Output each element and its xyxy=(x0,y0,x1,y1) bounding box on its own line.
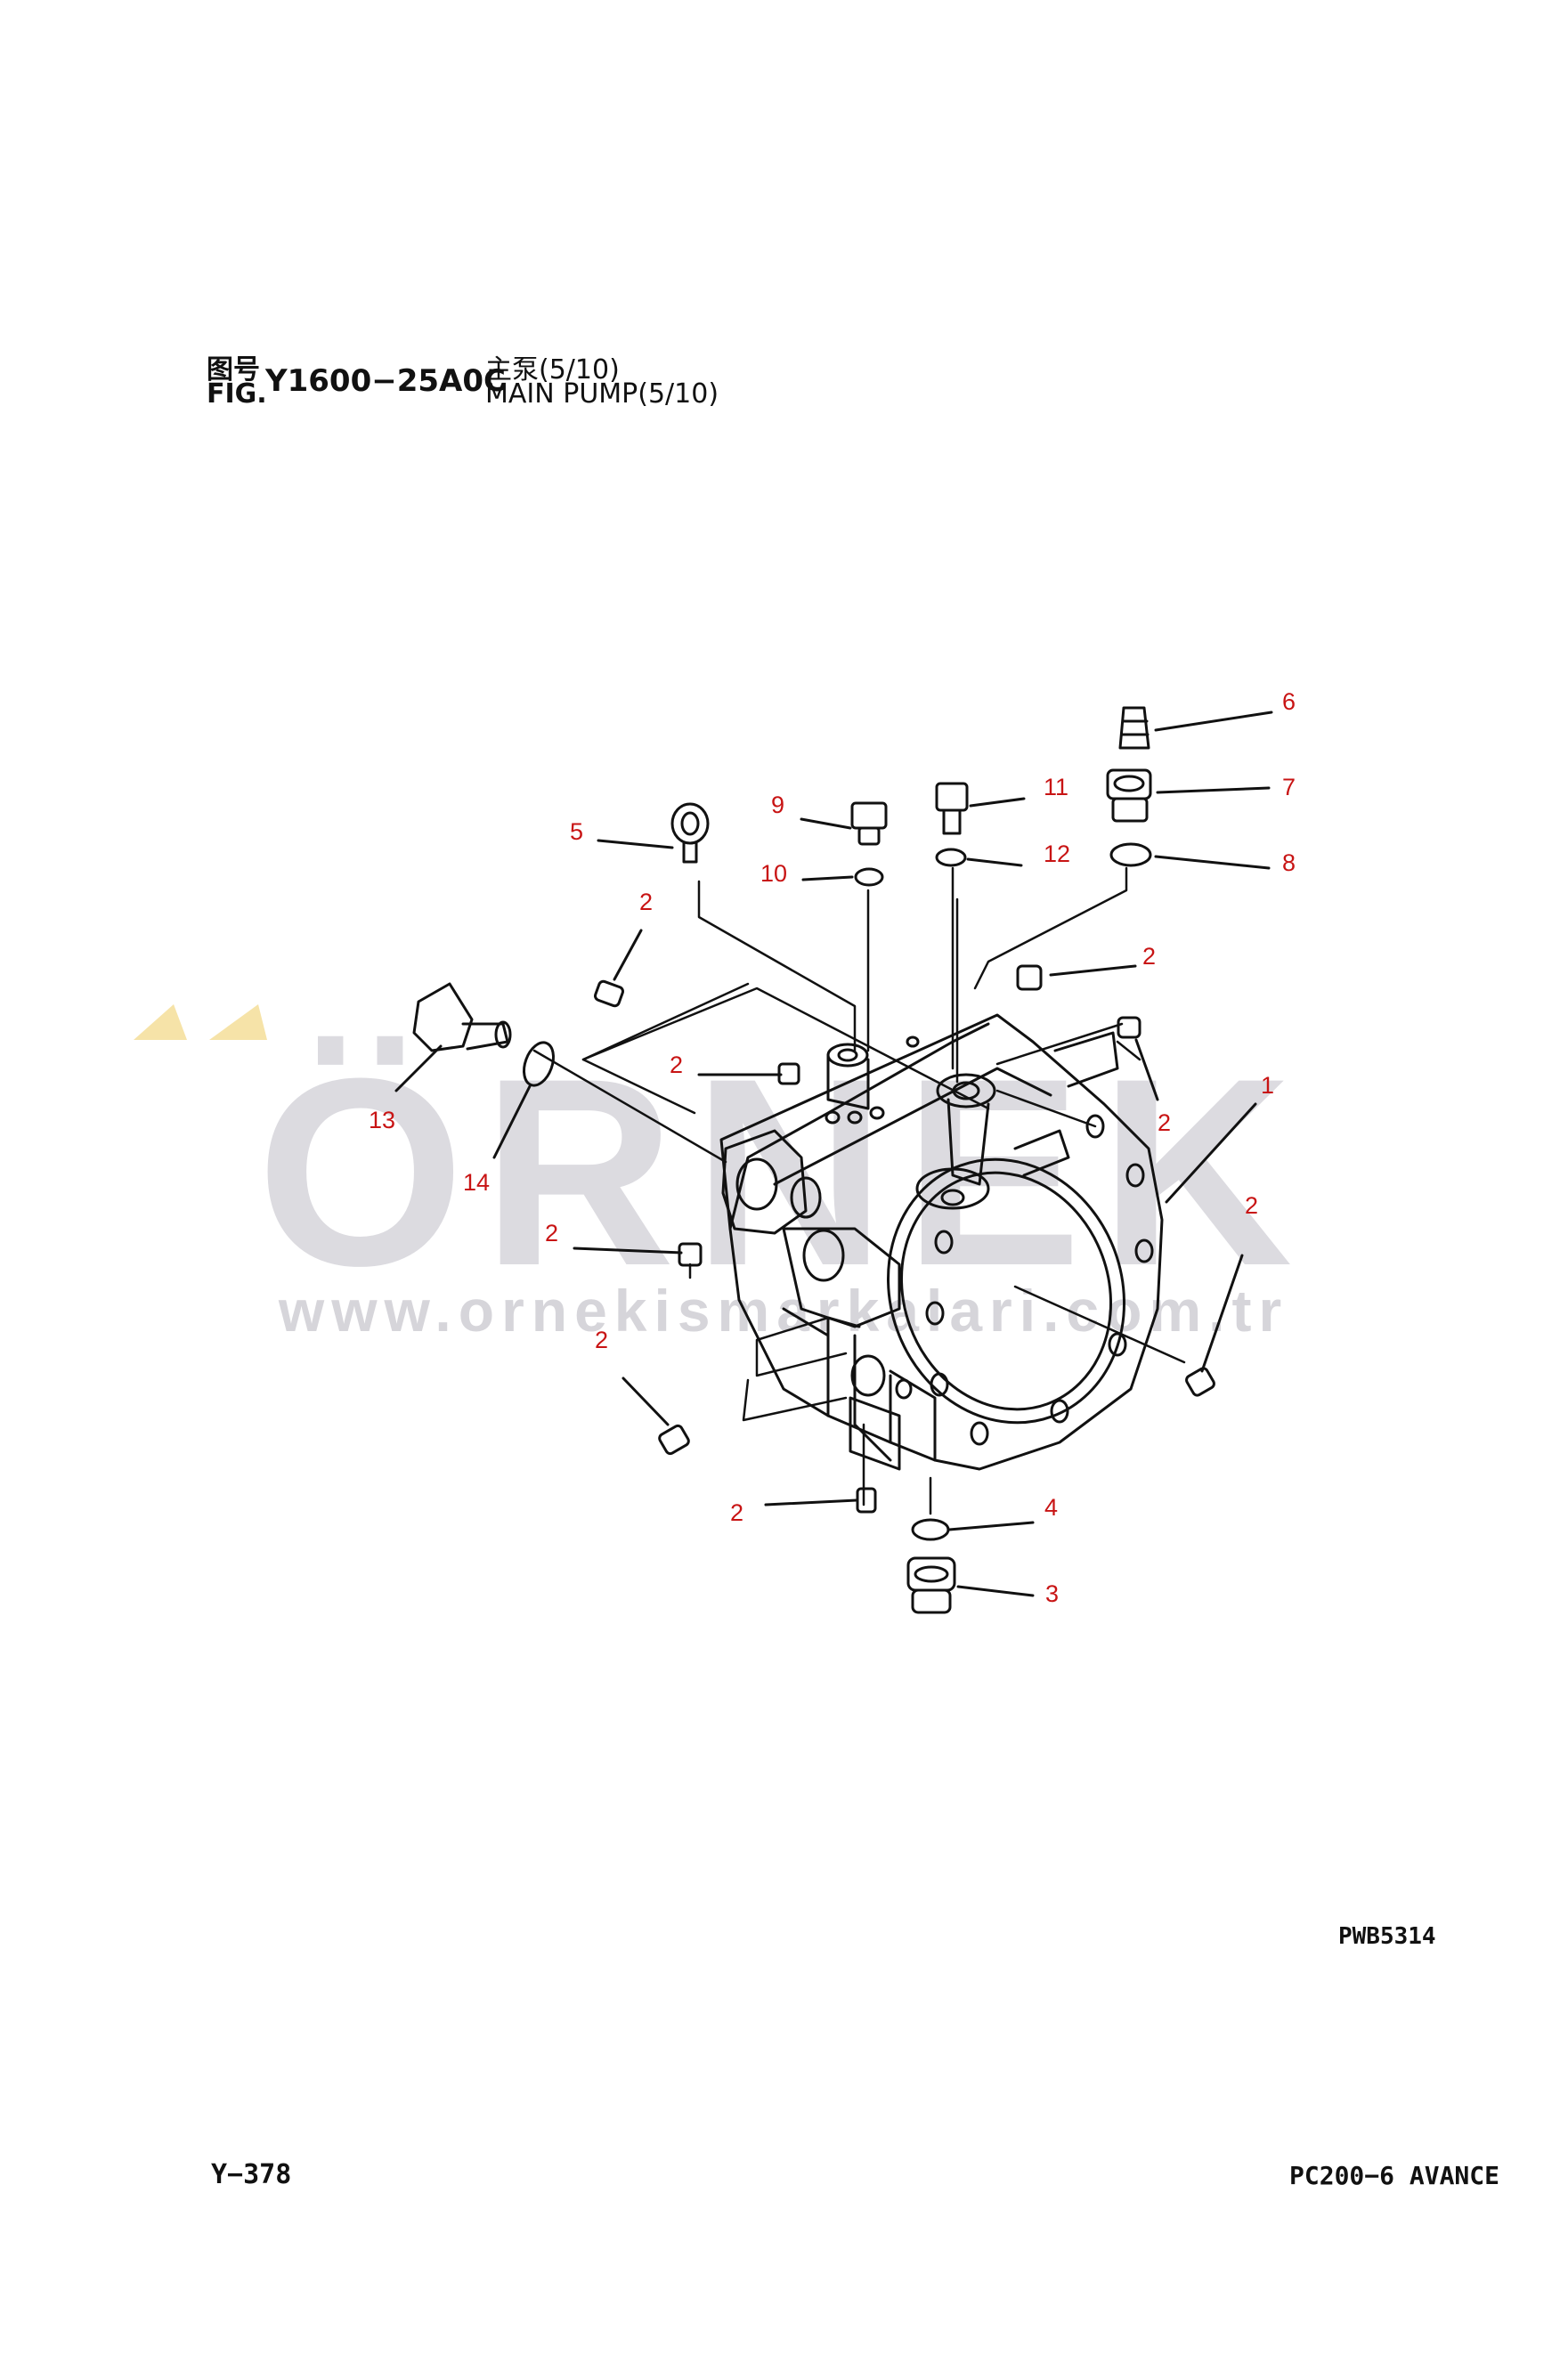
callout-7: 7 xyxy=(1282,774,1296,800)
callout-5: 5 xyxy=(570,818,583,845)
callout-11: 11 xyxy=(1044,774,1068,800)
callout-2-h: 2 xyxy=(730,1499,743,1526)
fig-title-en: MAIN PUMP(5/10) xyxy=(485,378,719,410)
plug-parts xyxy=(593,964,1215,1514)
callout-2-f: 2 xyxy=(545,1220,558,1247)
callout-13: 13 xyxy=(369,1107,395,1133)
pump-housing xyxy=(719,1013,1164,1471)
watermark-accent-right xyxy=(209,1004,267,1040)
drawing-reference: PWB5314 xyxy=(1338,1923,1436,1950)
callout-10: 10 xyxy=(760,860,787,887)
callout-2-e: 2 xyxy=(1245,1192,1258,1219)
callout-2-a: 2 xyxy=(639,889,653,915)
callout-8: 8 xyxy=(1282,849,1296,876)
page-number: Y−378 xyxy=(211,2159,292,2190)
callout-2-c: 2 xyxy=(670,1052,683,1078)
fig-label-cn: 图号 xyxy=(207,354,260,386)
fig-code: Y1600−25A0C xyxy=(265,363,506,399)
machine-model: PC200−6 AVANCE xyxy=(1289,2161,1500,2190)
top-parts xyxy=(412,706,1152,1614)
callout-2-b: 2 xyxy=(1142,943,1156,970)
watermark-accent-left xyxy=(134,1004,187,1040)
callout-9: 9 xyxy=(771,792,784,818)
callout-leaders xyxy=(394,711,1273,1597)
fig-label-en: FIG. xyxy=(207,378,267,410)
callout-numbers: 1 2 2 2 2 2 2 2 2 3 4 5 6 7 8 9 10 11 12… xyxy=(369,688,1296,1607)
callout-12: 12 xyxy=(1044,840,1070,867)
callout-2-d: 2 xyxy=(1158,1109,1171,1136)
assembly-lines xyxy=(532,866,1186,1515)
callout-6: 6 xyxy=(1282,688,1296,715)
callout-1: 1 xyxy=(1261,1072,1274,1099)
flange-holes xyxy=(895,1114,1154,1446)
callout-14: 14 xyxy=(463,1169,490,1196)
fig-title-cn: 主泵(5/10) xyxy=(485,354,620,386)
callout-4: 4 xyxy=(1044,1494,1058,1521)
callout-2-g: 2 xyxy=(595,1327,608,1353)
callout-3: 3 xyxy=(1045,1580,1059,1607)
